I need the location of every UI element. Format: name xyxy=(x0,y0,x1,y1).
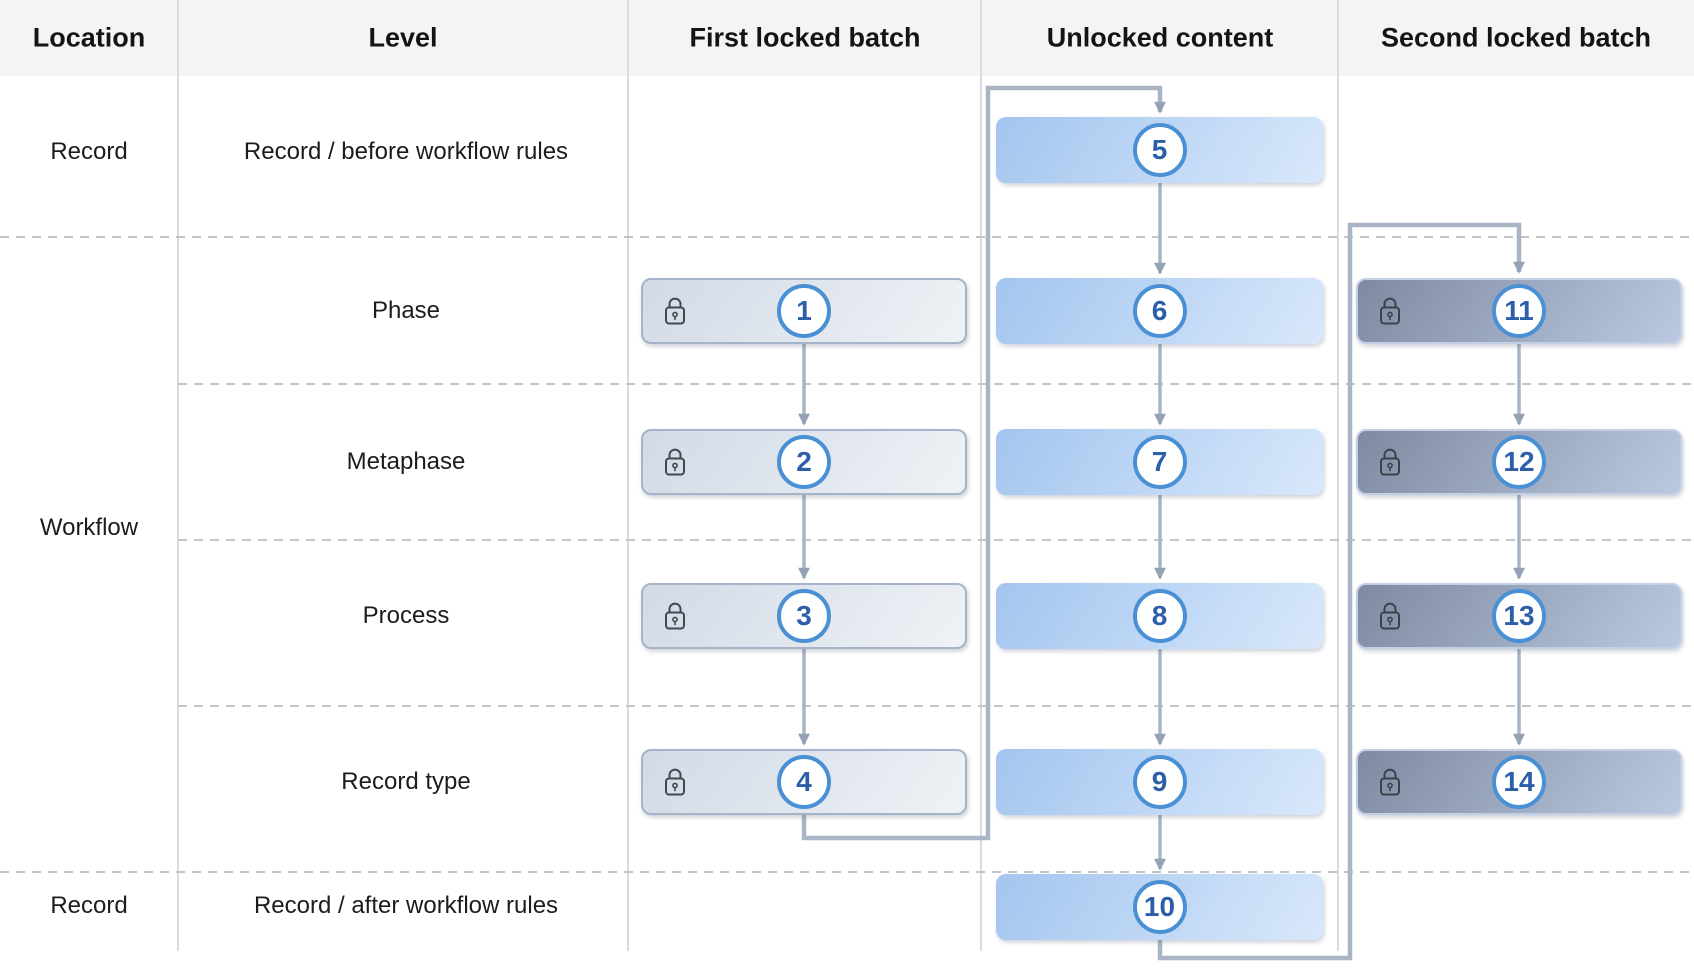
lock-icon xyxy=(1380,768,1400,796)
column-header-second-locked-batch: Second locked batch xyxy=(1380,22,1652,53)
node-2: 2 xyxy=(641,429,967,495)
column-divider xyxy=(980,0,982,951)
node-14: 14 xyxy=(1356,749,1682,815)
node-10: 10 xyxy=(996,874,1323,940)
node-12: 12 xyxy=(1356,429,1682,495)
node-12-circle: 12 xyxy=(1492,435,1546,489)
node-1: 1 xyxy=(641,278,967,344)
node-13: 13 xyxy=(1356,583,1682,649)
node-6-circle: 6 xyxy=(1132,284,1187,338)
lock-icon xyxy=(1380,448,1400,476)
node-7: 7 xyxy=(996,429,1323,495)
column-header-level: Level xyxy=(368,22,438,53)
node-4: 4 xyxy=(641,749,967,815)
column-divider xyxy=(1337,0,1339,951)
node-1-circle: 1 xyxy=(777,284,831,338)
column-header-location: Location xyxy=(32,22,146,53)
column-divider xyxy=(177,0,179,951)
lock-icon xyxy=(1380,297,1400,325)
node-9: 9 xyxy=(996,749,1323,815)
lock-icon xyxy=(665,297,685,325)
lock-icon xyxy=(665,602,685,630)
level-label-process: Process xyxy=(362,602,450,629)
row-divider-dashed xyxy=(178,539,1694,541)
level-label-phase: Phase xyxy=(371,297,441,324)
column-header-first-locked-batch: First locked batch xyxy=(689,22,921,53)
lock-icon xyxy=(665,448,685,476)
level-label-record-type: Record type xyxy=(341,768,471,795)
row-divider-dashed xyxy=(0,236,1694,238)
node-11: 11 xyxy=(1356,278,1682,344)
node-3-circle: 3 xyxy=(777,589,831,643)
level-label-record-after-rules: Record / after workflow rules xyxy=(253,892,559,919)
lock-icon xyxy=(665,768,685,796)
row-divider-dashed xyxy=(178,705,1694,707)
level-label-metaphase: Metaphase xyxy=(346,448,466,475)
level-label-record-before-rules: Record / before workflow rules xyxy=(243,138,569,165)
node-5-circle: 5 xyxy=(1132,123,1187,177)
node-3: 3 xyxy=(641,583,967,649)
node-4-circle: 4 xyxy=(777,755,831,809)
column-divider xyxy=(627,0,629,951)
node-5: 5 xyxy=(996,117,1323,183)
node-8-circle: 8 xyxy=(1132,589,1187,643)
node-9-circle: 9 xyxy=(1132,755,1187,809)
lock-icon xyxy=(1380,602,1400,630)
node-8: 8 xyxy=(996,583,1323,649)
row-divider-dashed xyxy=(0,871,1694,873)
node-11-circle: 11 xyxy=(1492,284,1546,338)
node-13-circle: 13 xyxy=(1492,589,1546,643)
location-label-workflow: Workflow xyxy=(39,514,139,541)
location-label-record-after: Record xyxy=(50,892,128,919)
location-label-record-before: Record xyxy=(50,138,128,165)
table-header-band xyxy=(0,0,1694,76)
node-2-circle: 2 xyxy=(777,435,831,489)
node-14-circle: 14 xyxy=(1492,755,1546,809)
node-7-circle: 7 xyxy=(1132,435,1187,489)
node-6: 6 xyxy=(996,278,1323,344)
row-divider-dashed xyxy=(178,383,1694,385)
node-10-circle: 10 xyxy=(1132,880,1187,934)
column-header-unlocked-content: Unlocked content xyxy=(1046,22,1274,53)
